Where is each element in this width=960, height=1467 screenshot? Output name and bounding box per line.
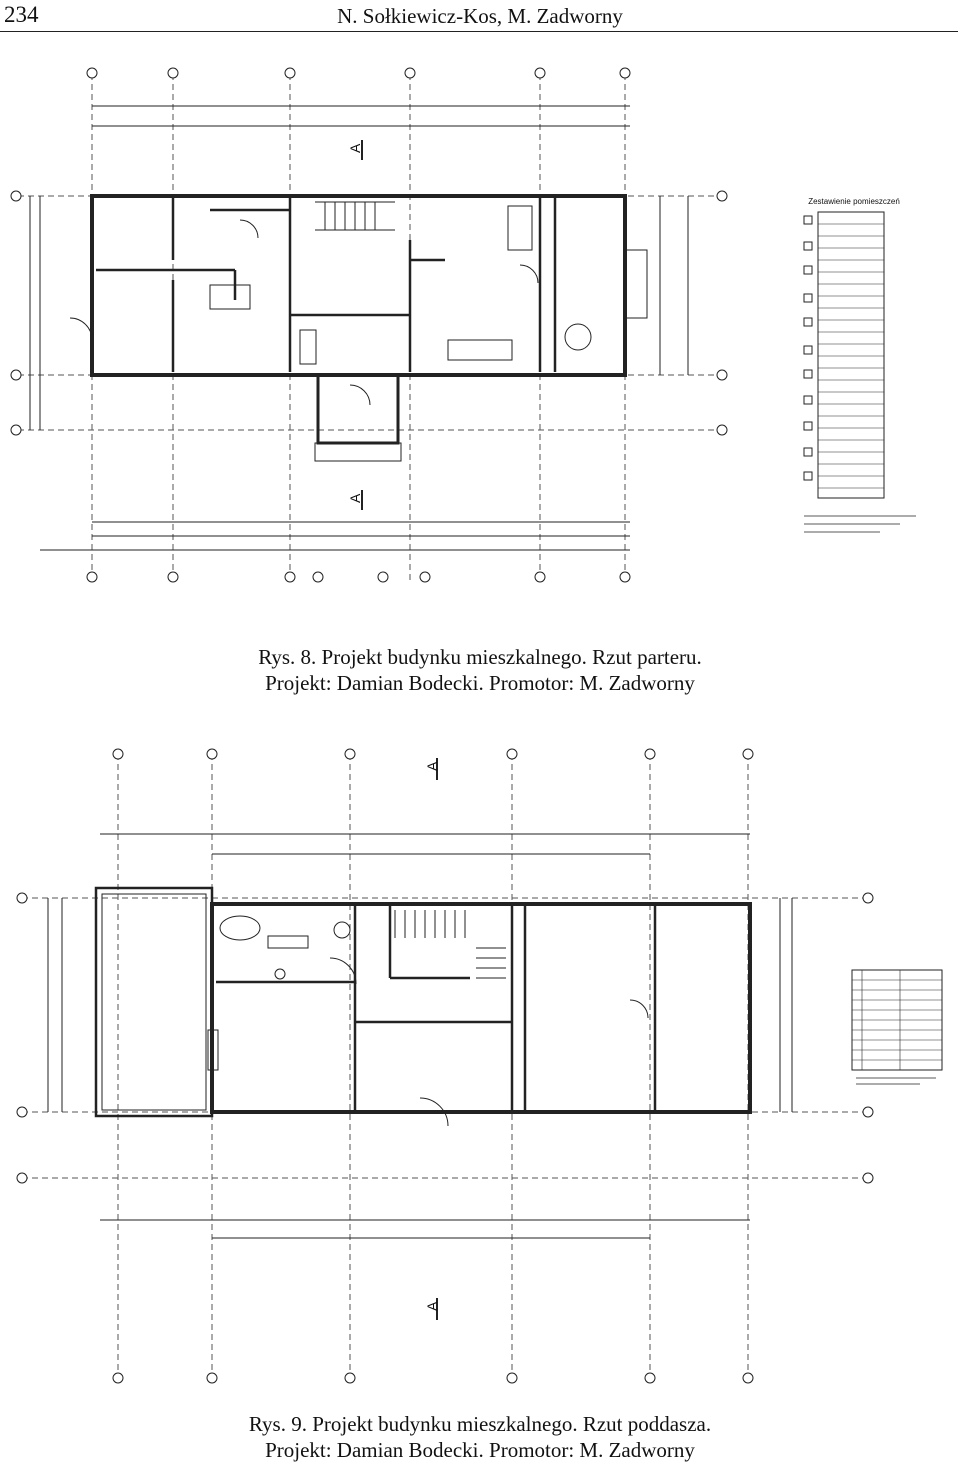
header-rule xyxy=(0,31,958,32)
figure-9-caption: Rys. 9. Projekt budynku mieszkalnego. Rz… xyxy=(0,1411,960,1463)
legend-title: Zestawienie pomieszczeń xyxy=(808,197,900,206)
section-marker-top: A xyxy=(424,761,440,771)
section-marker-bottom: A xyxy=(424,1301,440,1311)
page-header: 234 N. Sołkiewicz-Kos, M. Zadworny xyxy=(0,0,960,32)
attic-floor-plan-drawing: A A xyxy=(16,748,943,1384)
ground-floor-plan-drawing: Zestawienie pomieszczeń A A xyxy=(10,67,916,583)
page-number: 234 xyxy=(4,2,39,27)
figure-8-caption-line2: Projekt: Damian Bodecki. Promotor: M. Za… xyxy=(265,671,695,695)
section-marker-top: A xyxy=(347,143,363,153)
figure-9-caption-line1: Rys. 9. Projekt budynku mieszkalnego. Rz… xyxy=(248,1412,712,1436)
figure-9-caption-line2: Projekt: Damian Bodecki. Promotor: M. Za… xyxy=(265,1438,695,1462)
section-marker-bottom: A xyxy=(347,493,363,503)
figure-8-caption-line1: Rys. 8. Projekt budynku mieszkalnego. Rz… xyxy=(258,645,702,669)
running-head: N. Sołkiewicz-Kos, M. Zadworny xyxy=(337,4,623,28)
figure-8-caption: Rys. 8. Projekt budynku mieszkalnego. Rz… xyxy=(0,644,960,696)
